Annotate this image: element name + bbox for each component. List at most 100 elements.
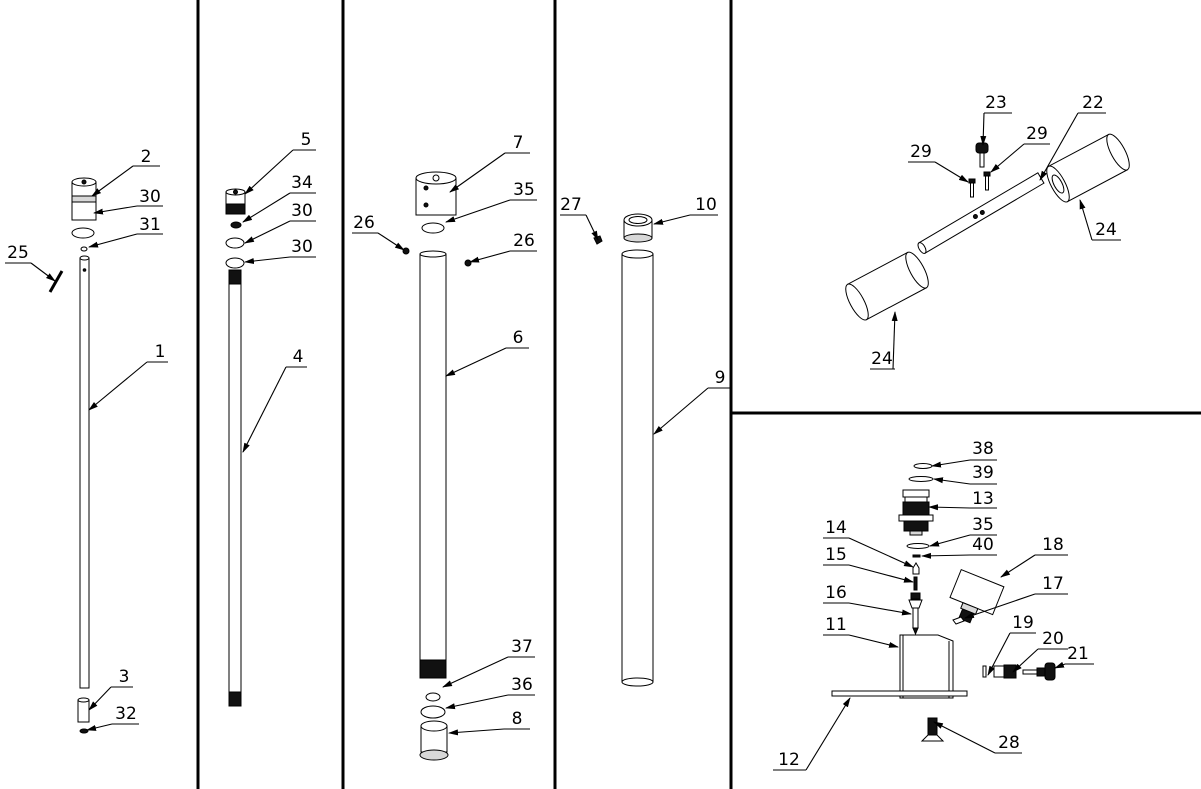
callout-21: 21 — [1054, 644, 1094, 669]
callout-number: 5 — [301, 130, 312, 150]
part-30-washer — [225, 237, 245, 249]
callout-35: 35 — [445, 180, 537, 223]
leader-arrow — [964, 593, 1036, 619]
callout-29: 29 — [990, 124, 1050, 173]
panel-4-parts — [593, 213, 654, 687]
part-26-ball — [464, 259, 472, 267]
part-7-block — [415, 171, 457, 216]
callout-number: 9 — [715, 368, 726, 388]
part-32-ring — [79, 728, 89, 734]
callout-number: 7 — [513, 133, 524, 153]
callout-number: 35 — [513, 180, 535, 200]
callout-number: 34 — [291, 173, 313, 193]
part-30-washer — [71, 227, 95, 239]
callout-4: 4 — [242, 347, 307, 453]
callout-39: 39 — [933, 463, 997, 485]
callout-26: 26 — [352, 213, 405, 251]
part-23-knob — [975, 142, 989, 168]
callout-number: 25 — [7, 243, 29, 263]
callout-number: 11 — [825, 615, 847, 635]
leader-arrow — [244, 149, 294, 195]
callout-31: 31 — [88, 215, 163, 248]
callout-20: 20 — [1012, 629, 1068, 673]
part-20-nut — [993, 664, 1017, 679]
part-6-tube — [419, 250, 447, 679]
callout-40: 40 — [921, 535, 997, 559]
callout-7: 7 — [449, 133, 530, 193]
leader-arrow — [93, 205, 138, 215]
callout-number: 20 — [1042, 629, 1064, 649]
leader-arrow — [88, 686, 112, 711]
leader-arrow — [891, 311, 898, 370]
leader-arrow — [805, 697, 851, 771]
callout-number: 30 — [139, 187, 161, 207]
part-37-ring — [425, 692, 441, 702]
callout-37: 37 — [442, 637, 535, 688]
callout-number: 31 — [139, 215, 161, 235]
callout-number: 27 — [560, 195, 582, 215]
callout-number: 39 — [972, 463, 994, 483]
callout-number: 17 — [1042, 574, 1064, 594]
leader-arrow — [86, 723, 113, 731]
leader-arrow — [928, 504, 971, 511]
leader-arrow — [377, 232, 405, 251]
callout-17: 17 — [964, 574, 1068, 619]
callout-number: 3 — [119, 667, 130, 687]
leader-arrow — [242, 192, 291, 223]
leader-arrow — [933, 721, 996, 754]
panel-2-parts — [225, 188, 246, 707]
part-9-tube — [621, 249, 654, 687]
leader-arrow — [929, 534, 971, 547]
panel-3-parts — [402, 171, 472, 761]
callout-27: 27 — [560, 195, 599, 241]
callout-number: 18 — [1042, 535, 1064, 555]
callout-number: 15 — [825, 545, 847, 565]
callout-18: 18 — [1000, 535, 1068, 578]
callout-38: 38 — [931, 439, 997, 468]
callout-10: 10 — [653, 195, 718, 225]
callout-9: 9 — [653, 368, 731, 435]
callout-19: 19 — [987, 613, 1036, 676]
part-12-base-plate — [831, 690, 968, 697]
leader-arrow — [848, 537, 914, 568]
part-28-screw — [920, 717, 945, 742]
part-39-washer — [908, 476, 934, 482]
callout-11: 11 — [823, 615, 899, 648]
leader-arrow — [921, 552, 971, 559]
callout-number: 16 — [825, 583, 847, 603]
part-2-cap — [71, 177, 97, 221]
leader-arrow — [933, 477, 971, 485]
leader-arrow — [442, 656, 509, 688]
callout-28: 28 — [933, 721, 1022, 754]
leader-arrow — [848, 634, 899, 648]
callout-number: 12 — [778, 750, 800, 770]
part-29-screw — [968, 178, 976, 198]
callout-8: 8 — [448, 709, 530, 736]
leader-arrow — [934, 161, 969, 183]
callout-number: 30 — [291, 237, 313, 257]
leader-arrow — [445, 199, 511, 223]
leader-arrow — [445, 694, 509, 710]
part-3-sleeve — [77, 697, 90, 723]
callout-36: 36 — [445, 675, 535, 710]
part-13-fitting — [898, 489, 934, 536]
part-10-cap — [623, 213, 653, 243]
callout-number: 28 — [998, 733, 1020, 753]
part-15-pin — [913, 576, 918, 591]
leader-arrow — [653, 214, 691, 225]
callout-24: 24 — [1079, 199, 1121, 241]
callout-number: 8 — [512, 709, 523, 729]
part-5-nut — [225, 188, 246, 215]
callout-number: 14 — [825, 518, 847, 538]
callout-32: 32 — [86, 704, 139, 731]
leader-arrow — [1054, 661, 1066, 669]
callout-24: 24 — [870, 311, 898, 370]
part-36-ring — [420, 705, 446, 719]
callout-2: 2 — [91, 147, 160, 197]
leader-arrow — [980, 112, 987, 146]
callout-number: 29 — [910, 142, 932, 162]
leader-arrow — [987, 632, 1011, 676]
